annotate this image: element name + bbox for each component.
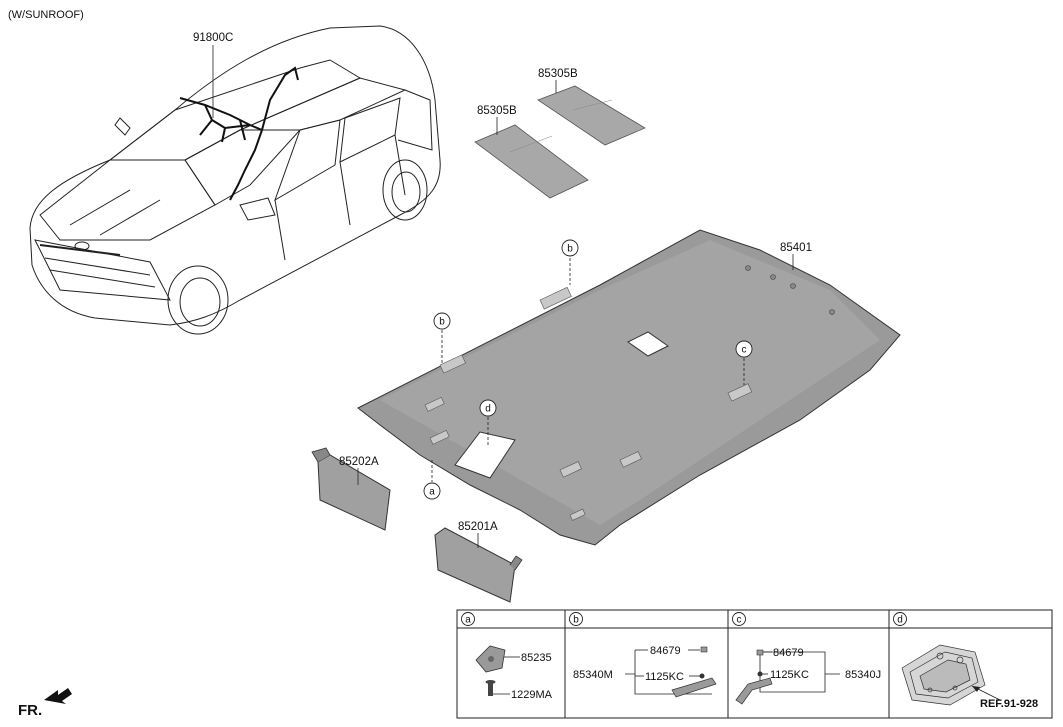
vehicle-illustration <box>29 25 441 335</box>
table-header-b: b <box>573 615 579 626</box>
table-header-a: a <box>465 615 471 626</box>
callout-b-rear: b <box>561 239 579 285</box>
callout-a-label: a <box>429 487 435 498</box>
sunroof-pads <box>474 85 646 199</box>
table-header-d: d <box>897 615 903 626</box>
sun-visor-lh <box>311 447 391 531</box>
front-direction-label: FR. <box>18 702 42 719</box>
table-d-ref-91-928: REF.91-928 <box>980 698 1038 710</box>
headlining-assembly <box>357 229 901 546</box>
table-b-part-85340M: 85340M <box>573 669 613 681</box>
callout-c: c <box>735 340 753 385</box>
cell-a-bracket-illustration <box>475 645 506 696</box>
table-a-part-85235: 85235 <box>521 652 552 664</box>
callout-c-label: c <box>742 345 747 356</box>
part-label-85305B-rear: 85305B <box>538 68 578 80</box>
part-label-85201A: 85201A <box>458 521 498 533</box>
overhead-console-illustration <box>901 644 986 706</box>
callout-b-rear-label: b <box>567 244 573 255</box>
table-c-part-85340J: 85340J <box>845 669 881 681</box>
table-c-part-84679: 84679 <box>773 647 804 659</box>
part-label-85202A: 85202A <box>339 456 379 468</box>
table-a-part-1229MA: 1229MA <box>511 689 553 701</box>
callout-d: d <box>479 399 497 445</box>
part-label-85401: 85401 <box>780 242 812 254</box>
table-c-part-1125KC: 1125KC <box>770 669 809 681</box>
callout-b-front: b <box>433 312 451 365</box>
callout-a: a <box>423 460 441 500</box>
assist-handle-c-illustration <box>735 649 773 705</box>
assist-handle-b-illustration <box>671 646 717 698</box>
front-arrow-icon <box>44 688 72 704</box>
roof-wiring-harness <box>179 66 299 201</box>
table-b-part-1125KC: 1125KC <box>645 671 684 683</box>
sun-visor-rh <box>434 527 523 603</box>
part-label-85305B-front: 85305B <box>477 105 517 117</box>
part-label-91800C: 91800C <box>193 32 233 44</box>
detail-table: a b c d 85235 1229MA 85340M 84679 1125KC <box>456 609 1053 719</box>
callout-b-front-label: b <box>439 317 445 328</box>
condition-note: (W/SUNROOF) <box>8 9 84 21</box>
table-header-c: c <box>737 615 742 626</box>
table-b-part-84679: 84679 <box>650 645 681 657</box>
callout-d-label: d <box>485 404 491 415</box>
